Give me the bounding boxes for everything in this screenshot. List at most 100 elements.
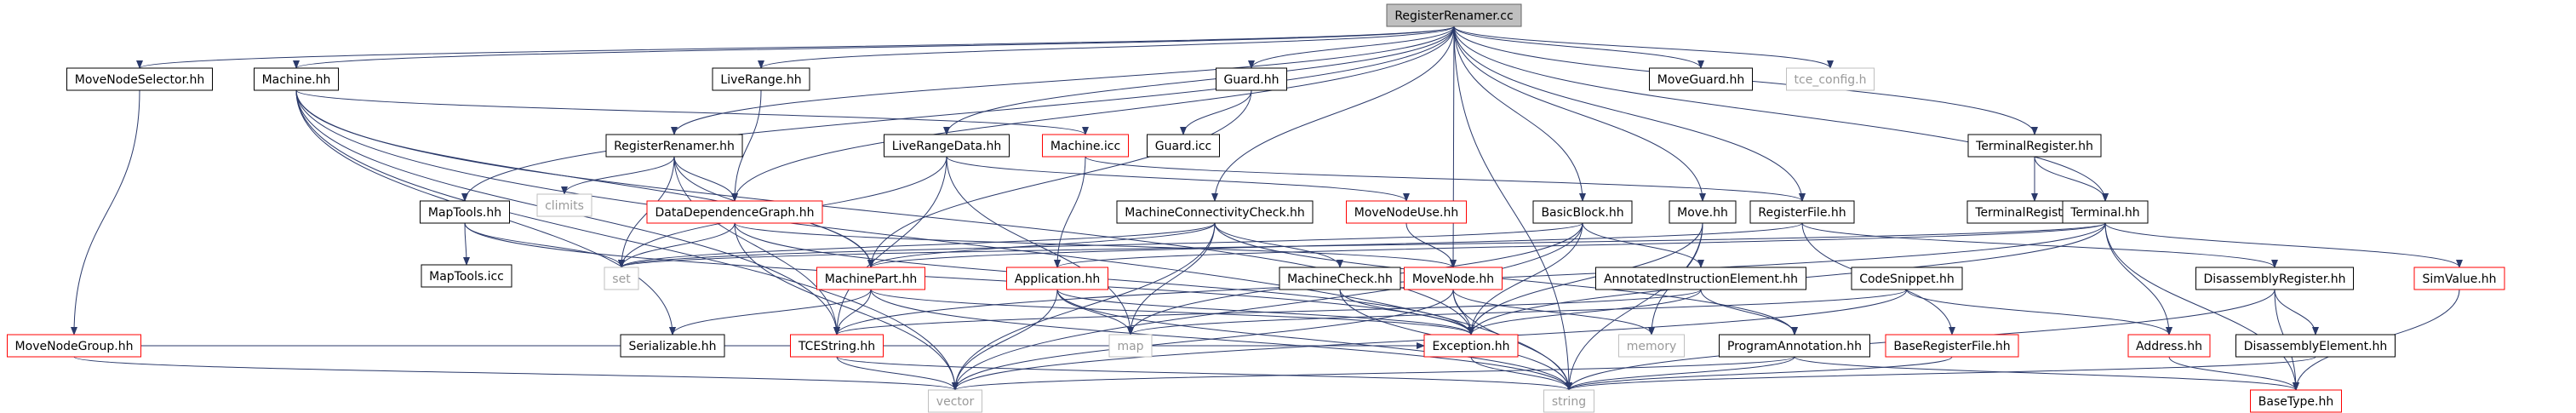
node-machinepart-hh[interactable]: MachinePart.hh: [816, 267, 925, 290]
node-disassemblyregister-hh[interactable]: DisassemblyRegister.hh: [2195, 267, 2354, 290]
node-label: SimValue.hh: [2422, 272, 2496, 286]
edge-n7-n12: [561, 156, 675, 195]
node-string: string: [1543, 389, 1594, 413]
node-movenodeselector-hh[interactable]: MoveNodeSelector.hh: [66, 67, 213, 91]
node-liverangedata-hh[interactable]: LiveRangeData.hh: [884, 134, 1010, 158]
edge-n0-n21: [1453, 26, 2109, 202]
node-box: [884, 134, 1010, 158]
edge-n0-n1: [136, 26, 1455, 69]
edge-n36-n43: [1470, 356, 1572, 391]
node-exception-hh[interactable]: Exception.hh: [1423, 334, 1519, 358]
node-machineconnectivitycheck-hh[interactable]: MachineConnectivityCheck.hh: [1116, 200, 1314, 224]
edge-n0-n15: [1211, 26, 1455, 202]
node-label: Terminal.hh: [2069, 206, 2139, 220]
node-box: [7, 334, 141, 358]
node-box: [712, 67, 810, 91]
node-maptools-hh[interactable]: MapTools.hh: [420, 200, 510, 224]
node-address-hh[interactable]: Address.hh: [2127, 334, 2211, 358]
node-label: Serializable.hh: [628, 340, 716, 353]
edge-n38-n43: [1566, 356, 1795, 391]
edge-n29-n35: [1127, 289, 1908, 336]
node-liverange-hh[interactable]: LiveRange.hh: [712, 67, 810, 91]
node-registerrenamer-hh[interactable]: RegisterRenamer.hh: [605, 134, 743, 158]
node-box: [1669, 200, 1737, 224]
node-box: [790, 334, 884, 358]
node-simvalue-hh[interactable]: SimValue.hh: [2413, 267, 2505, 290]
edge-n0-n7: [671, 26, 1455, 135]
node-programannotation-hh[interactable]: ProgramAnnotation.hh: [1719, 334, 1870, 358]
node-box: [1147, 134, 1220, 158]
edge-n28-n38: [1700, 289, 1798, 336]
node-maptools-icc[interactable]: MapTools.icc: [421, 264, 512, 288]
edge-n2-n42: [295, 89, 959, 391]
node-label: MoveGuard.hh: [1657, 73, 1744, 87]
node-move-hh[interactable]: Move.hh: [1669, 200, 1737, 224]
node-label: MapTools.hh: [428, 206, 501, 220]
node-movenodeuse-hh[interactable]: MoveNodeUse.hh: [1346, 200, 1467, 224]
node-terminal-hh[interactable]: Terminal.hh: [2062, 200, 2149, 224]
edge-n8-n19: [1085, 156, 1806, 202]
node-disassemblyelement-hh[interactable]: DisassemblyElement.hh: [2235, 334, 2396, 358]
edge-n16-n27: [1405, 222, 1457, 268]
node-machine-icc[interactable]: Machine.icc: [1042, 134, 1129, 158]
node-basicblock-hh[interactable]: BasicBlock.hh: [1532, 200, 1633, 224]
node-label: Machine.icc: [1050, 140, 1120, 153]
node-terminalregister-hh[interactable]: TerminalRegister.hh: [1967, 134, 2102, 158]
node-label: Guard.hh: [1224, 73, 1279, 87]
node-map: map: [1108, 334, 1153, 358]
node-application-hh[interactable]: Application.hh: [1006, 267, 1108, 290]
node-label: LiveRange.hh: [720, 73, 801, 87]
edge-n0-n17: [1453, 26, 1586, 202]
node-registerrenamer-cc[interactable]: RegisterRenamer.cc: [1386, 3, 1522, 27]
node-machine-hh[interactable]: Machine.hh: [254, 67, 339, 91]
node-box: [1042, 134, 1129, 158]
edge-n0-n9: [943, 26, 1455, 135]
edge-n11-n21: [2034, 156, 2109, 202]
edge-n0-n5: [1453, 26, 1704, 69]
node-box: [816, 267, 925, 290]
node-tce-config-h: tce_config.h: [1786, 67, 1875, 91]
node-guard-icc[interactable]: Guard.icc: [1147, 134, 1220, 158]
node-label: ProgramAnnotation.hh: [1727, 340, 1862, 353]
node-box: [2127, 334, 2211, 358]
node-label: TerminalRegister.hh: [1975, 140, 2093, 153]
edge-n3-n14: [731, 89, 762, 202]
node-baseregisterfile-hh[interactable]: BaseRegisterFile.hh: [1885, 334, 2019, 358]
node-datadependencegraph-hh[interactable]: DataDependenceGraph.hh: [646, 200, 823, 224]
node-annotatedinstructionelement-hh[interactable]: AnnotatedInstructionElement.hh: [1595, 267, 1806, 290]
node-label: RegisterRenamer.hh: [614, 140, 735, 153]
node-box: [1786, 67, 1875, 91]
node-codesnippet-hh[interactable]: CodeSnippet.hh: [1851, 267, 1963, 290]
edge-n21-n44: [2104, 222, 2299, 391]
node-movenodegroup-hh[interactable]: MoveNodeGroup.hh: [7, 334, 141, 358]
node-box: [620, 334, 725, 358]
node-label: DataDependenceGraph.hh: [655, 206, 814, 220]
edge-n7-n14: [673, 156, 738, 202]
node-label: Address.hh: [2136, 340, 2202, 353]
edge-n15-n42: [952, 222, 1216, 391]
edge-n14-n42: [734, 222, 959, 391]
node-serializable-hh[interactable]: Serializable.hh: [620, 334, 725, 358]
edge-n41-n43: [1566, 356, 2316, 391]
node-registerfile-hh[interactable]: RegisterFile.hh: [1749, 200, 1855, 224]
node-label: BasicBlock.hh: [1541, 206, 1623, 220]
node-box: [1543, 389, 1594, 413]
edge-n25-n42: [952, 289, 1058, 391]
node-box: [1719, 334, 1870, 358]
edge-n30-n41: [2274, 289, 2319, 336]
edge-n21-n25: [1054, 222, 2106, 268]
node-tcestring-hh[interactable]: TCEString.hh: [790, 334, 884, 358]
node-movenode-hh[interactable]: MoveNode.hh: [1404, 267, 1503, 290]
node-label: TCEString.hh: [798, 340, 875, 353]
edge-n28-n34: [833, 289, 1702, 336]
node-box: [605, 134, 743, 158]
node-guard-hh[interactable]: Guard.hh: [1216, 67, 1287, 91]
edge-n0-n27: [1450, 26, 1457, 268]
node-machinecheck-hh[interactable]: MachineCheck.hh: [1279, 267, 1401, 290]
node-label: RegisterFile.hh: [1758, 206, 1846, 220]
node-label: string: [1552, 395, 1586, 409]
node-moveguard-hh[interactable]: MoveGuard.hh: [1649, 67, 1753, 91]
node-box: [1116, 200, 1314, 224]
node-basetype-hh[interactable]: BaseType.hh: [2250, 389, 2342, 413]
